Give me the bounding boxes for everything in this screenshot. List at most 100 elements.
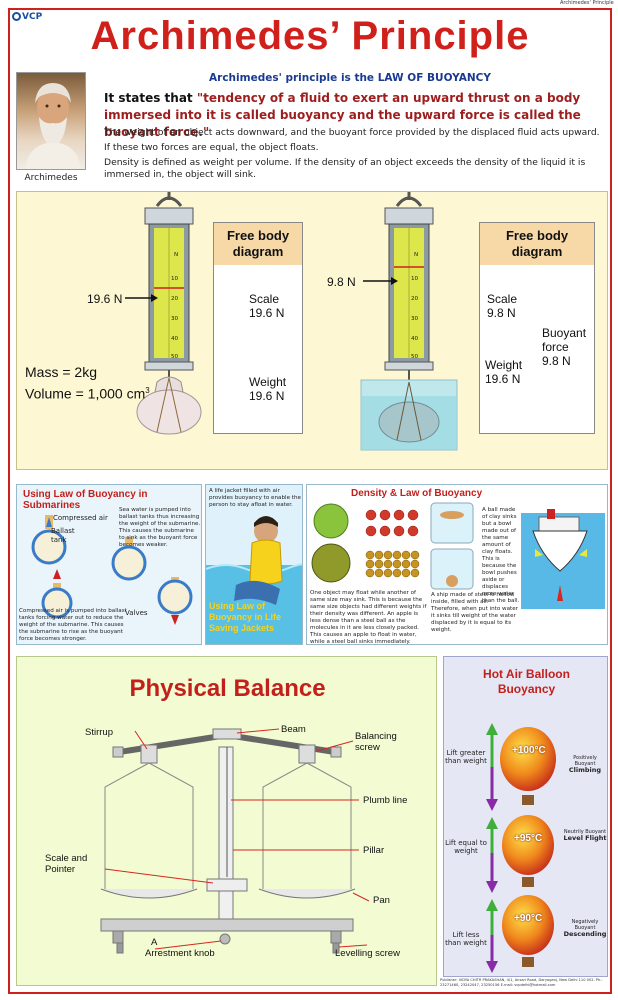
left-reading: 19.6 N (87, 292, 123, 306)
physical-balance-illustration (100, 728, 370, 954)
buoyant-text-2: force (542, 340, 569, 354)
balance-title: Physical Balance (129, 675, 326, 702)
intro-para-1: The weight of an object acts downward, a… (104, 127, 600, 138)
logo-text: VCP (22, 12, 43, 22)
buoyant-value: 9.8 N (542, 354, 571, 368)
lift-label-1: Lift greater than weight (445, 749, 487, 765)
state-2a: Neutrily Buoyant (563, 829, 607, 835)
right-fbd-title-2: diagram (511, 244, 563, 259)
left-fbd-title-2: diagram (232, 244, 284, 259)
pillar-label: Pillar (363, 845, 385, 856)
clay-note: A ball made of clay sinks but a bowl mad… (482, 507, 520, 604)
statement-prefix: It states that (104, 91, 197, 105)
volume-sup: 3 (145, 386, 150, 395)
page-title: Archimedes’ Principle (90, 14, 530, 58)
balloon-temp-2: +95°C (514, 833, 543, 844)
lift-label-2: Lift equal to weight (445, 839, 487, 855)
levelling-screw-label: Levelling screw (335, 948, 400, 959)
beam-label: Beam (281, 724, 306, 735)
state-1b: Climbing (568, 766, 602, 774)
state-2b: Level Flight (563, 834, 607, 842)
right-weight-value: 19.6 N (485, 372, 521, 386)
publisher-logo: VCP (12, 12, 42, 22)
corner-tag: Archimedes' Principle (560, 0, 614, 6)
experiment-panel: N 10 20 30 40 50 N 10 20 30 40 50 19.6 N… (16, 191, 608, 470)
tick-right-5: 50 (411, 354, 419, 360)
logo-circle-icon (12, 12, 21, 21)
tick-left-2: 20 (171, 296, 179, 302)
intro-para-3: Density is defined as weight per volume.… (104, 157, 586, 180)
submarine-illustration (31, 515, 193, 625)
ship-note: A ship made of steel is hollow inside, f… (431, 592, 518, 633)
buoyant-text: Buoyant (542, 326, 587, 340)
life-jacket-illustration (206, 516, 302, 644)
left-weight-text: Weight (249, 375, 287, 389)
pan-label: Pan (373, 895, 390, 906)
tick-right-4: 40 (411, 336, 419, 342)
life-jacket-title: Using Law of Buoyancy in Life Saving Jac… (209, 601, 282, 633)
density-illustration (311, 502, 605, 609)
submarine-panel: Using Law of Buoyancy in Submarines Comp… (16, 484, 202, 645)
state-3a: Negatively Buoyant (571, 919, 599, 931)
state-3b: Descending (563, 930, 607, 938)
physical-balance-panel: Physical Balance (16, 656, 437, 986)
right-fbd-title-1: Free body (505, 228, 569, 243)
scale-pointer-label: Scale and Pointer (45, 853, 88, 875)
left-scale-value: 19.6 N (249, 306, 285, 320)
left-scale-text: Scale (249, 292, 280, 306)
life-jacket-note: A life jacket filled with air provides b… (209, 488, 301, 508)
density-title: Density & Law of Buoyancy (351, 488, 483, 499)
publisher-footer: Publisher: VIDYA CHITR PRAKASHAN, 4/1, A… (440, 978, 603, 987)
left-weight-value: 19.6 N (249, 389, 285, 403)
intro-para-2: If these two forces are equal, the objec… (104, 142, 319, 153)
left-fbd-title-1: Free body (226, 228, 290, 243)
balloon-illustration (486, 723, 556, 973)
subtitle: Archimedes' principle is the LAW OF BUOY… (209, 72, 491, 84)
submarine-title: Using Law of Buoyancy in Submarines (23, 489, 148, 511)
tick-left-4: 40 (171, 336, 179, 342)
right-scale-text: Scale (487, 292, 518, 306)
tick-left-1: 10 (171, 276, 179, 282)
tick-left-3: 30 (171, 316, 179, 322)
balloon-temp-3: +90°C (514, 913, 543, 924)
tick-left-5: 50 (171, 354, 179, 360)
plumb-line-label: Plumb line (363, 795, 408, 806)
tick-right-2: 20 (411, 296, 419, 302)
valves-label: Valves (125, 609, 148, 617)
volume-text: Volume = 1,000 cm (25, 385, 146, 402)
archimedes-portrait (16, 72, 86, 170)
arrestment-knob-label: Arrestment knob (145, 948, 215, 959)
balloon-temp-1: +100°C (512, 745, 546, 756)
ballast-tank-label: Ballast tank (51, 527, 75, 544)
tick-right-3: 30 (411, 316, 419, 322)
balloon-title-1: Hot Air Balloon (483, 667, 570, 681)
submarine-note-bottom: Compressed air is pumped into ballast ta… (19, 608, 127, 642)
life-jacket-panel: A life jacket filled with air provides b… (205, 484, 303, 645)
submarine-note-top: Sea water is pumped into ballast tanks t… (119, 507, 201, 548)
knob-letter: A (151, 937, 158, 948)
mass-label: Mass = 2kg (25, 364, 97, 380)
apple-note: One object may float while another of sa… (310, 590, 427, 645)
compressed-air-label: Compressed air (53, 514, 108, 522)
tick-left-0: N (174, 252, 179, 258)
volume-label: Volume = 1,000 cm3 (25, 382, 150, 403)
statement-quote: "tendency of a fluid to exert an upward … (104, 91, 581, 139)
portrait-caption: Archimedes (24, 173, 78, 183)
right-weight-text: Weight (485, 358, 523, 372)
stirrup-label: Stirrup (85, 727, 113, 738)
balloon-title-2: Buoyancy (497, 682, 556, 696)
lift-label-3: Lift less than weight (445, 931, 487, 947)
